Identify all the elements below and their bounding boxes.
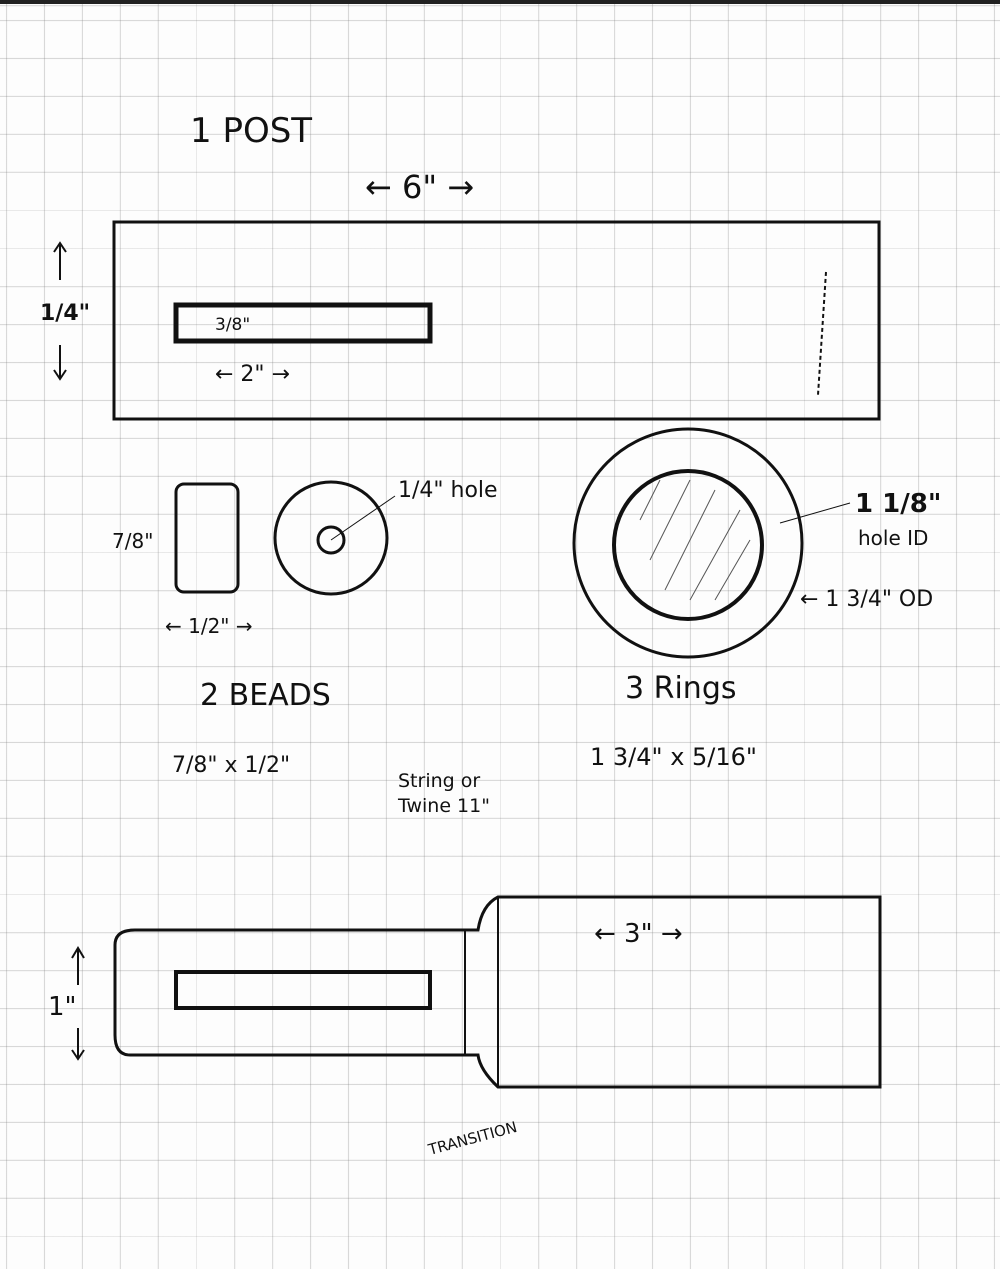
post-slot-length-label: ← 2" → [215, 362, 290, 387]
post-height-dimension: 1/4" [40, 241, 90, 381]
bead-hole-label: 1/4" hole [398, 478, 498, 503]
post-outline [112, 220, 881, 421]
paddle-outline [113, 895, 882, 1089]
post-slot-width-label: 3/8" [215, 315, 250, 335]
bead-side-view [174, 482, 240, 594]
paddle-slot [174, 970, 432, 1010]
ring-outer [572, 427, 804, 659]
rings-title: 3 Rings [625, 671, 737, 706]
post-length-label: ← 6" → [365, 168, 474, 206]
paddle-height-dimension: 1" [48, 946, 85, 1061]
ring-id-label: hole ID [858, 526, 928, 550]
bead-height-label: 7/8" [112, 529, 153, 553]
string-line1: String or [398, 770, 480, 792]
paddle-length-label: ← 3" → [594, 919, 683, 949]
ring-inner-hole [612, 469, 764, 621]
post-height-label: 1/4" [40, 301, 90, 326]
bead-width-label: ← 1/2" → [165, 614, 253, 638]
beads-size: 7/8" x 1/2" [172, 753, 290, 778]
ring-id-value: 1 1/8" [855, 489, 941, 519]
post-taper-line [817, 271, 827, 396]
post-slot [173, 302, 433, 344]
bead-end-view [273, 480, 389, 596]
ring-od-label: ← 1 3/4" OD [800, 587, 933, 612]
paddle-height-label: 1" [48, 992, 77, 1022]
bead-hole [316, 525, 346, 555]
post-title: 1 POST [190, 111, 312, 151]
transition-label: TRANSITION [425, 1118, 519, 1159]
ring-hole-hatching [639, 479, 751, 601]
beads-title: 2 BEADS [200, 678, 331, 713]
top-edge [0, 0, 1000, 4]
rings-size: 1 3/4" x 5/16" [590, 743, 757, 771]
string-line2: Twine 11" [397, 795, 490, 817]
